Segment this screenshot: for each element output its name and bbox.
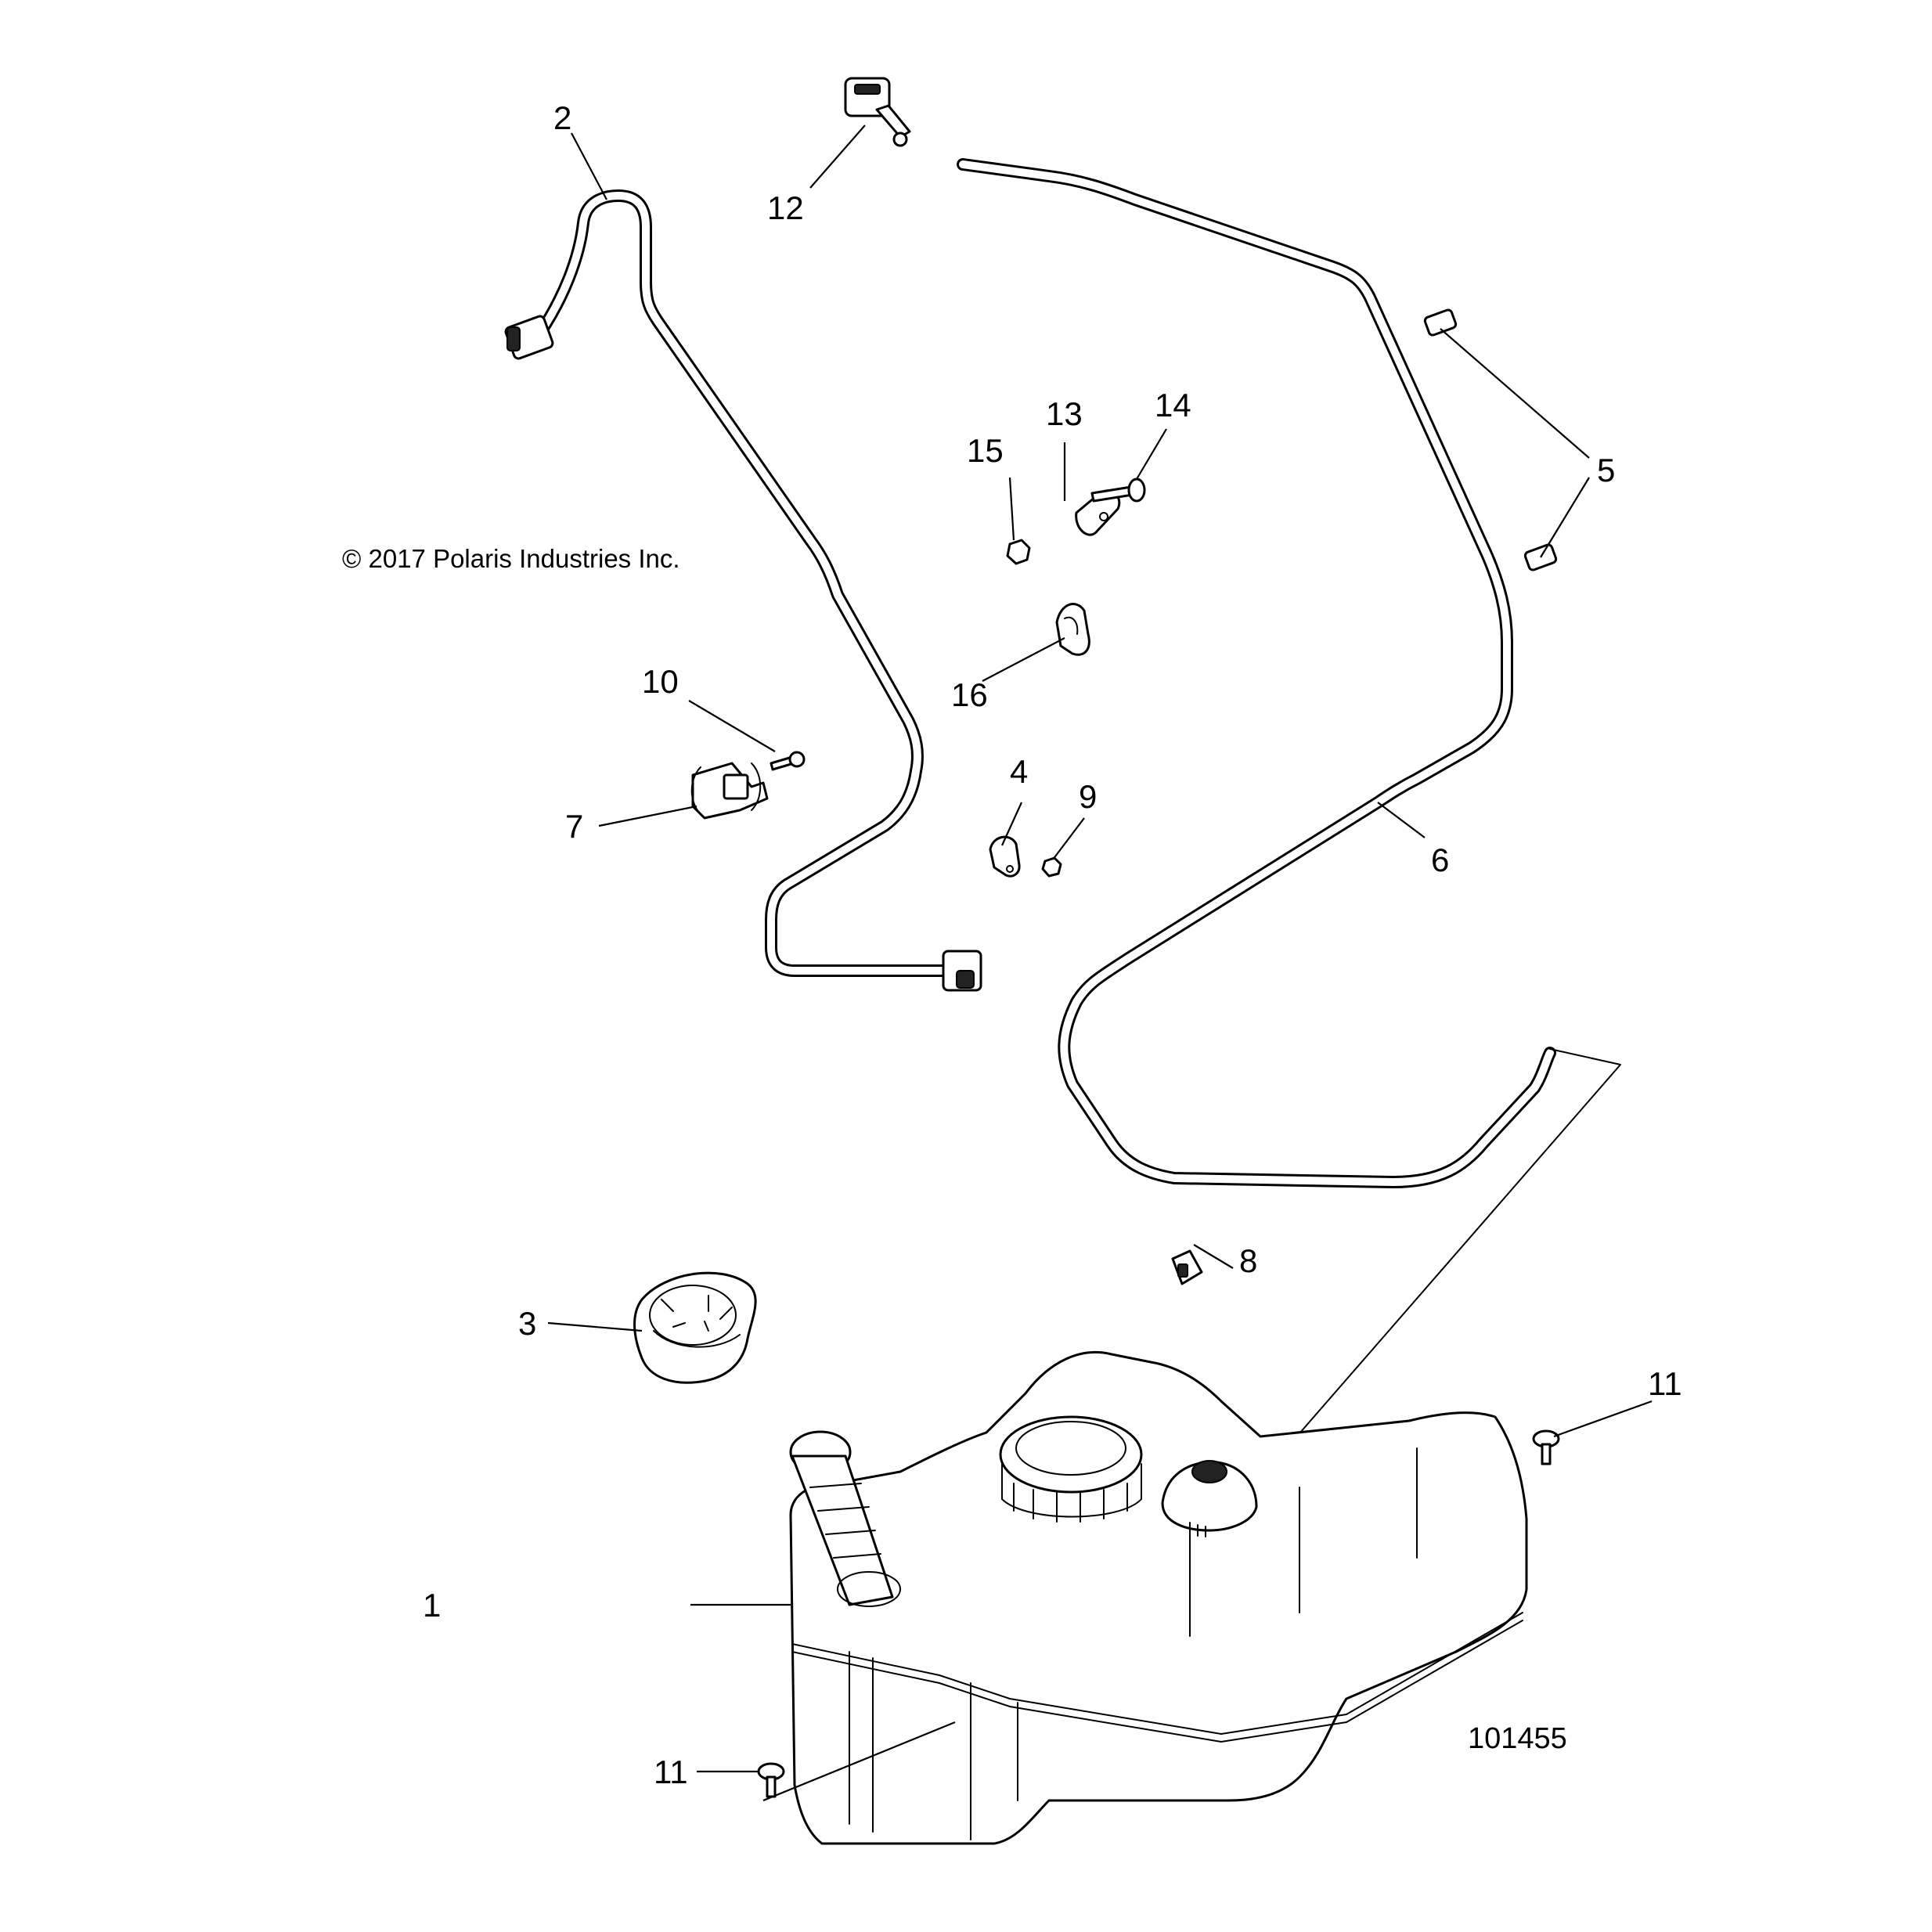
callout-3: 3 [518, 1305, 536, 1342]
callout-1: 1 [423, 1587, 441, 1624]
part-12-quick-connector [844, 77, 911, 147]
callout-7: 7 [565, 808, 583, 845]
callout-10: 10 [642, 663, 679, 700]
callout-labels: 1 2 3 4 5 6 7 8 9 10 11 11 12 13 14 15 1… [423, 99, 1682, 1790]
callout-5: 5 [1597, 452, 1615, 488]
figure-number: 101455 [1468, 1722, 1567, 1755]
callout-11-a: 11 [1648, 1365, 1682, 1402]
part-7-hose-bracket [690, 762, 769, 820]
callout-14: 14 [1155, 387, 1191, 424]
callout-9: 9 [1079, 778, 1097, 815]
part-15-nut [1006, 539, 1031, 565]
part-1-fuel-tank [789, 1350, 1528, 1845]
part-14-bolt [1090, 478, 1146, 503]
callout-4: 4 [1010, 753, 1028, 790]
part-5-hose-clips [1423, 308, 1558, 571]
callout-12: 12 [767, 189, 804, 226]
part-2-vent-hose [504, 189, 982, 992]
part-3-fuel-cap [633, 1271, 757, 1384]
part-6-vent-line [957, 158, 1621, 1488]
callout-2: 2 [553, 99, 571, 136]
leader-lines [547, 124, 1653, 1802]
part-8-hose-clip [1171, 1249, 1203, 1285]
part-11-push-rivet-a [1532, 1429, 1560, 1465]
part-10-screw [770, 751, 806, 771]
callout-11-b: 11 [654, 1754, 688, 1790]
copyright-notice: © 2017 Polaris Industries Inc. [342, 544, 680, 573]
callout-16: 16 [951, 676, 988, 713]
callout-8: 8 [1239, 1242, 1257, 1279]
callout-13: 13 [1046, 395, 1083, 432]
part-4-p-clamp [989, 835, 1021, 878]
callout-15: 15 [967, 432, 1004, 469]
part-16-clip [1055, 603, 1090, 656]
part-11-push-rivet-b [757, 1762, 785, 1798]
callout-6: 6 [1431, 842, 1449, 878]
part-9-nut [1041, 856, 1062, 878]
